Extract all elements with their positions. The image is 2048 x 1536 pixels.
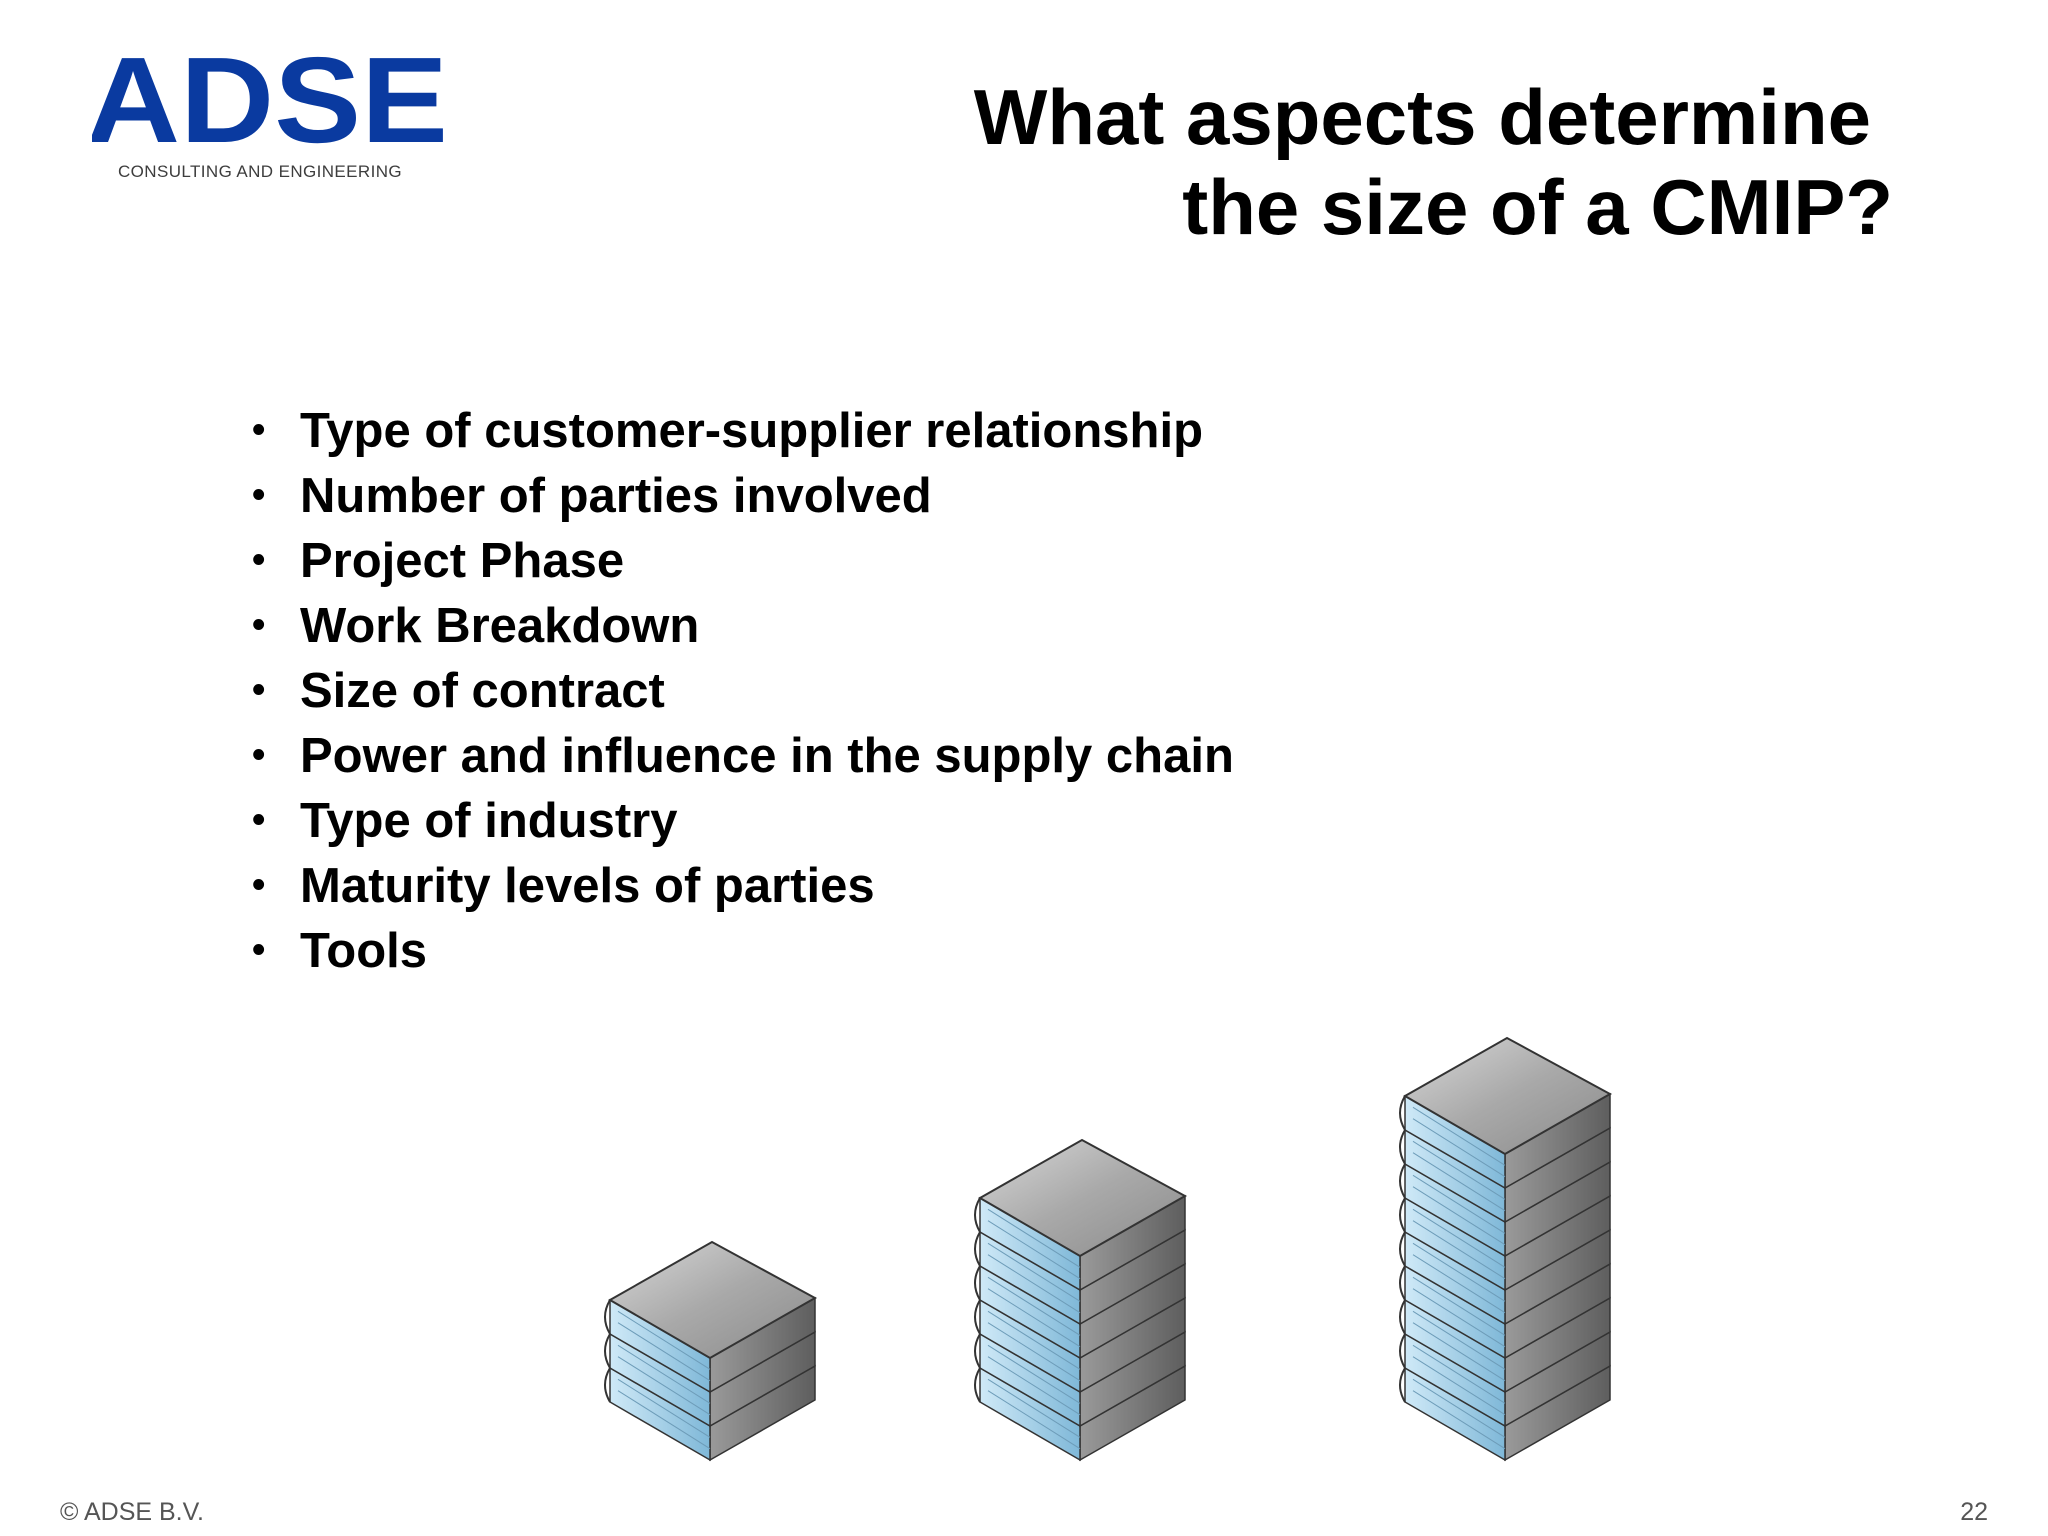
bullet-item: • Power and influence in the supply chain — [252, 723, 1234, 788]
book-icon — [1399, 1194, 1611, 1292]
book-stack-2 — [974, 1138, 1188, 1462]
book-stack-1 — [604, 1240, 818, 1462]
bullet-item: • Size of contract — [252, 658, 1234, 723]
book-stacks-illustration — [604, 1036, 1613, 1462]
bullet-icon: • — [252, 409, 266, 451]
book-icon — [1399, 1228, 1611, 1326]
bullet-icon: • — [252, 799, 266, 841]
slide-title: What aspects determine the size of a CMI… — [793, 72, 1893, 252]
book-icon — [604, 1296, 816, 1394]
bullet-item: • Type of customer-supplier relationship — [252, 398, 1234, 463]
book-icon — [1399, 1296, 1611, 1394]
logo-wordmark: ADSE — [92, 50, 448, 150]
bullet-item: • Type of industry — [252, 788, 1234, 853]
bullet-text: Maturity levels of parties — [300, 858, 875, 913]
bullet-item: • Maturity levels of parties — [252, 853, 1234, 918]
bullet-icon: • — [252, 604, 266, 646]
bullet-icon: • — [252, 669, 266, 711]
slide-title-line-1: What aspects determine — [973, 73, 1871, 161]
book-icon — [1399, 1364, 1611, 1462]
slide-title-line-2: the size of a CMIP? — [1182, 163, 1893, 251]
book-cover-icon — [977, 1138, 1188, 1258]
bullet-icon: • — [252, 539, 266, 581]
adse-logo: ADSE CONSULTING AND ENGINEERING — [92, 50, 452, 181]
bullet-item: • Work Breakdown — [252, 593, 1234, 658]
bullet-icon: • — [252, 734, 266, 776]
bullet-list: •Type of customer-supplier relationship … — [252, 398, 1234, 983]
bullet-icon: • — [252, 864, 266, 906]
bullet-text: Work Breakdown — [300, 598, 700, 653]
book-cover-icon — [1402, 1036, 1613, 1156]
bullet-text: Type of customer-supplier relationship — [300, 403, 1204, 458]
bullet-icon: • — [252, 474, 266, 516]
copyright-text: © ADSE B.V. — [60, 1498, 204, 1526]
bullet-text: Power and influence in the supply chain — [300, 728, 1234, 783]
book-icon — [974, 1296, 1186, 1394]
book-cover-icon — [607, 1240, 818, 1360]
bullet-text: Tools — [300, 923, 428, 978]
logo-wordmark-text: ADSE — [92, 50, 448, 150]
book-icon — [1399, 1126, 1611, 1224]
bullet-text: Size of contract — [300, 663, 665, 718]
bullet-text: Project Phase — [300, 533, 625, 588]
bullet-item: • Number of parties involved — [252, 463, 1234, 528]
bullet-item: • Project Phase — [252, 528, 1234, 593]
bullet-icon: • — [252, 929, 266, 971]
logo-tagline: CONSULTING AND ENGINEERING — [118, 162, 403, 181]
bullet-item: • Tools — [252, 918, 1234, 983]
book-stack-3 — [1399, 1036, 1613, 1462]
stacks-layer — [604, 1036, 1613, 1462]
page-number: 22 — [1960, 1498, 1988, 1526]
bullet-text: Type of industry — [300, 793, 678, 848]
bullet-text: Number of parties involved — [300, 468, 932, 523]
